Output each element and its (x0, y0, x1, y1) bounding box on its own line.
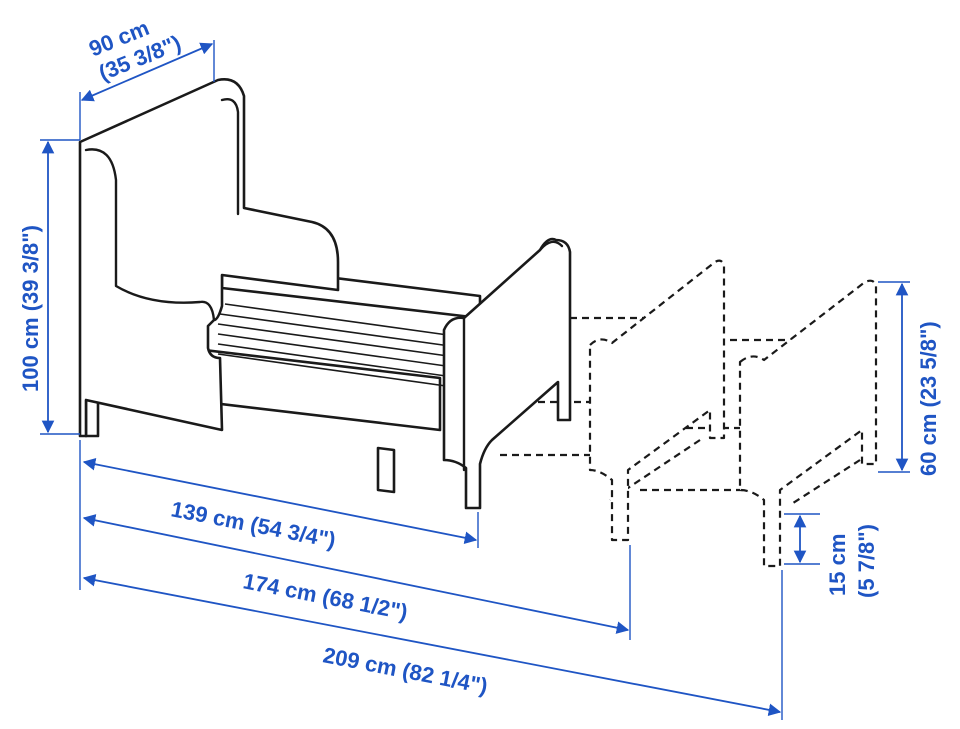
front-leg (376, 446, 396, 494)
footboard (442, 237, 572, 510)
height-label: 100 cm (39 3/8") (18, 225, 43, 392)
clearance-label-imperial: (5 7/8") (854, 524, 879, 598)
length-long-dimension (82, 573, 782, 717)
width-dimension (80, 42, 214, 102)
extension-frame-dashed (490, 259, 878, 568)
length-mid-label: 174 cm (68 1/2") (241, 568, 410, 624)
headboard-height-label: 60 cm (23 5/8") (916, 321, 941, 476)
bed-frame (78, 78, 572, 510)
length-short-label: 139 cm (54 3/4") (169, 496, 338, 552)
middle-end-panel (588, 259, 726, 542)
dimension-lines (40, 40, 910, 720)
headboard (78, 78, 340, 438)
clearance-label-metric: 15 cm (825, 534, 850, 596)
far-end-panel (738, 279, 878, 568)
slats (217, 303, 456, 387)
